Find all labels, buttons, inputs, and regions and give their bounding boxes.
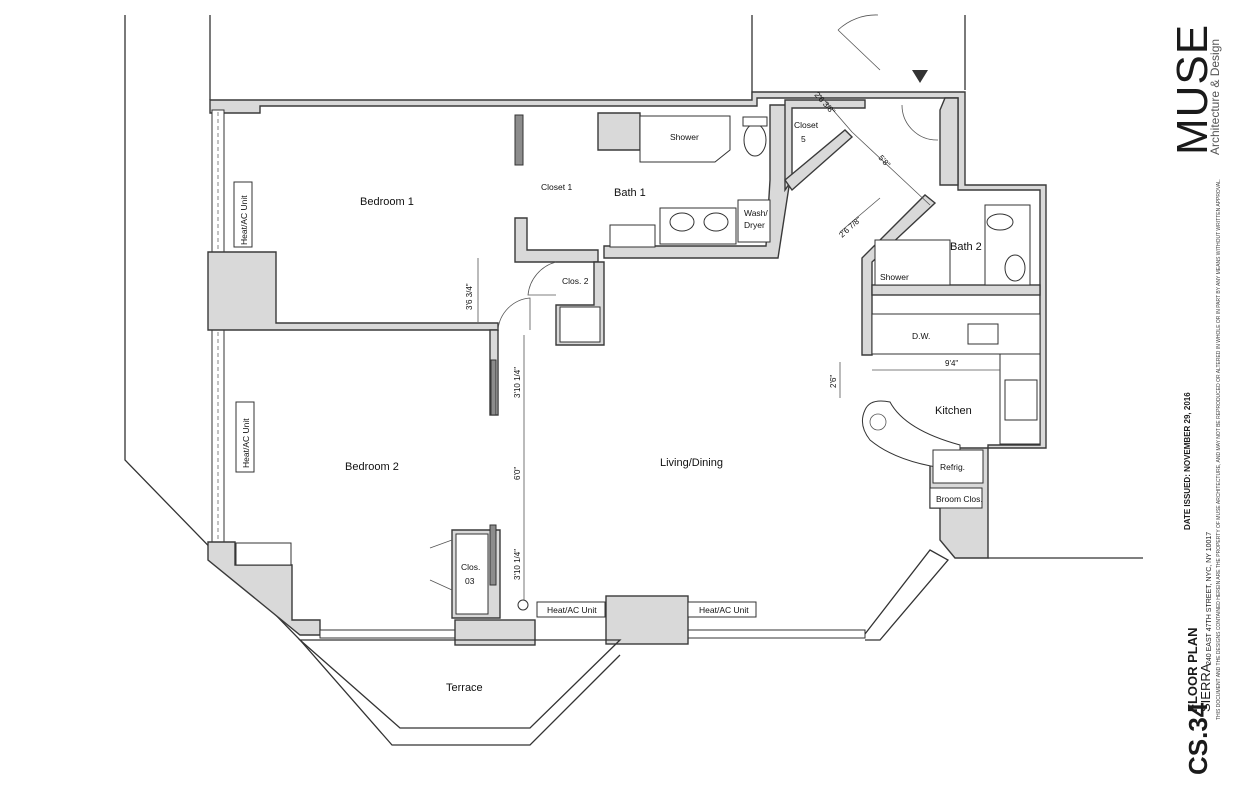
kitchen-sink bbox=[967, 323, 999, 345]
corner-fixture bbox=[235, 542, 292, 566]
label-bedroom1: Bedroom 1 bbox=[360, 196, 414, 208]
column-marker bbox=[517, 599, 529, 611]
shower1-box bbox=[639, 115, 731, 163]
label-broom: Broom Clos. bbox=[936, 494, 983, 504]
label-wash: Wash/ bbox=[744, 208, 768, 218]
bath2-toilet bbox=[986, 213, 1014, 231]
dim-line-entry bbox=[851, 131, 931, 206]
project-name: SIERRA bbox=[1198, 663, 1213, 712]
heat-ac-box-2 bbox=[235, 401, 255, 473]
label-refrig: Refrig. bbox=[940, 462, 965, 472]
kitchen-counter-top bbox=[871, 313, 1041, 355]
column-bottom-1 bbox=[454, 619, 536, 646]
wall-entry bbox=[939, 97, 959, 186]
label-clos03-num: 03 bbox=[465, 576, 475, 586]
clos03-door bbox=[489, 524, 497, 586]
clos2-box bbox=[559, 306, 601, 343]
wall-closet1 bbox=[514, 217, 599, 263]
door-swing-main-arc bbox=[837, 14, 879, 31]
bath2-sink bbox=[1004, 254, 1026, 282]
kitchen-range bbox=[1004, 379, 1038, 421]
label-clos2: Clos. 2 bbox=[562, 276, 589, 286]
wall-bedroom-divider bbox=[207, 251, 499, 331]
bath1-sink-2 bbox=[703, 212, 729, 232]
dim-label-1: 3'6 3/4" bbox=[465, 283, 474, 310]
label-closet5-num: 5 bbox=[801, 134, 806, 144]
label-shower1: Shower bbox=[670, 132, 699, 142]
label-bath1: Bath 1 bbox=[614, 187, 646, 199]
dim-label-2: 3'10 1/4" bbox=[513, 367, 522, 398]
broom-closet-box bbox=[929, 487, 983, 509]
bath1-toilet-tank bbox=[742, 116, 768, 127]
label-living: Living/Dining bbox=[660, 457, 723, 469]
dim-label-3: 6'0" bbox=[513, 467, 522, 480]
brand-subtitle: Architecture & Design bbox=[1208, 38, 1222, 155]
wall-bath2-bottom bbox=[871, 284, 1041, 296]
label-heat-ac-3: Heat/AC Unit bbox=[547, 605, 597, 615]
label-heat-ac-2: Heat/AC Unit bbox=[241, 418, 251, 468]
heat-ac-box-3 bbox=[536, 601, 606, 618]
terrace-outline bbox=[298, 639, 622, 729]
island-stool bbox=[869, 413, 887, 431]
label-bedroom2: Bedroom 2 bbox=[345, 461, 399, 473]
shower2-box bbox=[874, 239, 951, 286]
label-terrace: Terrace bbox=[446, 682, 483, 694]
bath1-linen bbox=[609, 224, 656, 248]
window-wall-bottom bbox=[319, 629, 456, 639]
dim-label-8: 9'4" bbox=[945, 359, 958, 368]
heat-ac-box-4 bbox=[687, 601, 757, 618]
building-outline-left bbox=[124, 15, 621, 746]
label-closet5: Closet bbox=[794, 120, 819, 130]
wall-closet1-side bbox=[514, 114, 524, 166]
wall-top bbox=[209, 91, 1047, 559]
door-swing-entry bbox=[901, 104, 939, 141]
label-clos03: Clos. bbox=[461, 562, 480, 572]
label-closet1: Closet 1 bbox=[541, 182, 572, 192]
dim-label-4: 3'10 1/4" bbox=[513, 549, 522, 580]
heat-ac-box-1 bbox=[233, 181, 253, 248]
window-wall-left-top bbox=[211, 109, 225, 253]
wall-bath2-diag bbox=[861, 194, 937, 356]
entry-arrow-icon bbox=[912, 70, 928, 83]
wall-closet5 bbox=[784, 99, 866, 193]
door-swing-clos2 bbox=[527, 261, 557, 296]
pocket-door bbox=[490, 359, 497, 416]
label-kitchen: Kitchen bbox=[935, 405, 972, 417]
refrig-box bbox=[932, 449, 984, 484]
door-swing-bedroom2 bbox=[497, 297, 531, 331]
label-dryer: Dryer bbox=[744, 220, 765, 230]
window-wall-diagonal bbox=[864, 549, 950, 641]
window-wall-bottom-2 bbox=[687, 629, 866, 639]
dim-label-7: 2'6 7/8" bbox=[837, 215, 863, 240]
date-issued: DATE ISSUED: NOVEMBER 29, 2016 bbox=[1183, 392, 1192, 530]
dim-line-closet5 bbox=[819, 94, 853, 133]
wall-bath1 bbox=[597, 112, 641, 151]
bath1-sink-1 bbox=[669, 212, 695, 232]
wash-dryer-box bbox=[737, 199, 771, 243]
label-heat-ac-4: Heat/AC Unit bbox=[699, 605, 749, 615]
bath1-toilet bbox=[743, 123, 767, 157]
label-shower2: Shower bbox=[880, 272, 909, 282]
dim-line-bath2 bbox=[839, 197, 881, 233]
column-bottom-2 bbox=[605, 595, 689, 645]
label-dw: D.W. bbox=[912, 331, 930, 341]
door-swing-main bbox=[837, 29, 881, 71]
dim-label-9: 2'6" bbox=[829, 375, 838, 388]
clos03-box bbox=[455, 533, 489, 615]
project-address: 240 EAST 47TH STREET, NYC, NY 10017 bbox=[1206, 531, 1213, 665]
door-swing-clos03 bbox=[429, 539, 453, 591]
legal-notice: THIS DOCUMENT AND THE DESIGNS CONTAINED … bbox=[1216, 178, 1222, 720]
label-heat-ac-1: Heat/AC Unit bbox=[239, 195, 249, 245]
label-bath2: Bath 2 bbox=[950, 241, 982, 253]
plan-code: CS.34 bbox=[1183, 702, 1213, 775]
wall-closet5-diag bbox=[784, 129, 854, 192]
